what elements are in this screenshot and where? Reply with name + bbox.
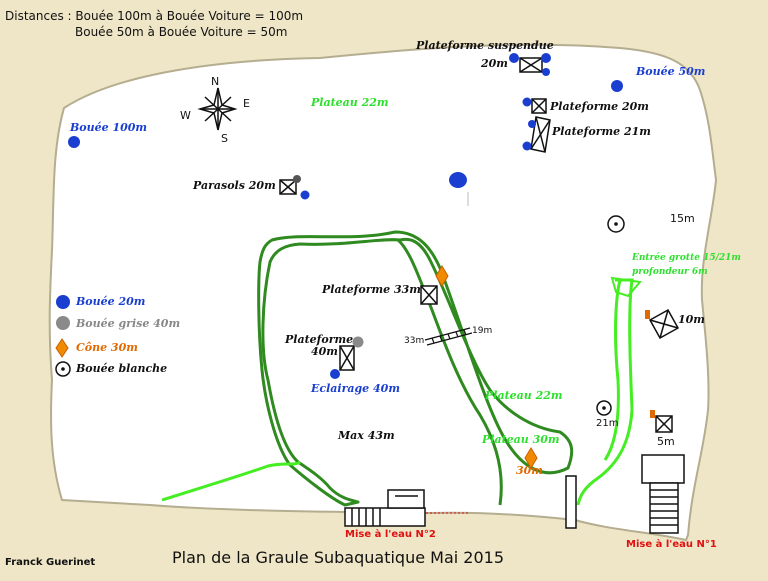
label-cone-30m: 30m [516,464,543,477]
label-entree-grotte-1: Entrée grotte 15/21m [632,253,741,263]
platform-33m-icon [420,285,438,305]
label-plateau-22m-mid: Plateau 22m [485,389,563,402]
label-max-43m: Max 43m [338,429,395,442]
orange-marker-2 [650,410,655,418]
dive-trail-middle [396,238,503,506]
launch-structure-2 [344,489,426,527]
platform-20m-icon [531,98,547,114]
label-eclairage-40m: Eclairage 40m [311,382,400,395]
label-depth-21m: 21m [596,418,619,429]
legend-bouee-20m: Bouée 20m [76,295,146,308]
legend-grey-buoy [56,316,70,330]
post [565,475,577,529]
blue-buoys [56,53,623,379]
label-depth-5m: 5m [657,435,675,448]
lake-outline [48,43,718,542]
label-entree-grotte-2: profondeur 6m [632,267,708,277]
label-plateforme-20m: Plateforme 20m [550,100,649,113]
cone-icons [55,265,538,469]
label-plateforme-40m-1: Plateforme [285,333,354,346]
label-plateforme-suspendue: Plateforme suspendue [416,39,554,52]
header-line-2: Bouée 50m à Bouée Voiture = 50m [75,25,288,39]
platform-suspended-icon [519,57,543,73]
label-suspendue-depth: 20m [481,57,508,70]
label-mise-eau-1: Mise à l'eau N°1 [626,539,717,550]
compass-w: W [180,109,191,122]
author: Franck Guerinet [5,557,96,568]
platform-40m-icon [339,345,355,371]
platform-21m-icon [530,116,551,153]
platform-5m-icon [655,415,673,433]
compass-n: N [211,75,220,88]
label-parasols-20m: Parasols 20m [193,179,276,192]
ladder-icon [424,327,473,346]
platform-10m-icon [648,308,680,340]
label-plateau-22m-top: Plateau 22m [311,96,389,109]
header-line-1: Distances : Bouée 100m à Bouée Voiture =… [5,9,304,23]
cave-entrance [610,276,642,298]
orange-marker [645,310,650,319]
trail-right-2 [603,279,622,461]
label-plateforme-33m: Plateforme 33m [322,283,421,296]
compass-rose-icon [197,87,238,131]
label-depth-10m: 10m [678,313,705,326]
label-plateforme-40m-2: 40m [311,345,338,358]
label-bouee-100m: Bouée 100m [70,121,148,134]
compass-e: E [243,97,250,110]
trail-right [576,278,634,506]
label-bouee-50m: Bouée 50m [636,65,706,78]
grey-buoy [293,175,301,183]
legend-cone: Cône 30m [76,341,138,354]
label-plateforme-21m: Plateforme 21m [552,125,651,138]
label-depth-33m: 33m [404,336,425,346]
platform-parasols-icon [279,179,297,195]
label-plateau-30m: Plateau 30m [482,433,560,446]
grey-buoy-40m [352,336,364,348]
legend-bouee-blanche: Bouée blanche [76,362,168,375]
label-depth-19m: 19m [472,326,493,336]
launch-structure-1 [641,454,685,534]
label-depth-15m: 15m [670,212,695,225]
map-title: Plan de la Graule Subaquatique Mai 2015 [172,548,505,567]
trail-left [161,460,301,502]
label-mise-eau-2: Mise à l'eau N°2 [345,529,436,540]
compass-s: S [221,132,228,145]
legend-bouee-grise: Bouée grise 40m [76,317,181,330]
